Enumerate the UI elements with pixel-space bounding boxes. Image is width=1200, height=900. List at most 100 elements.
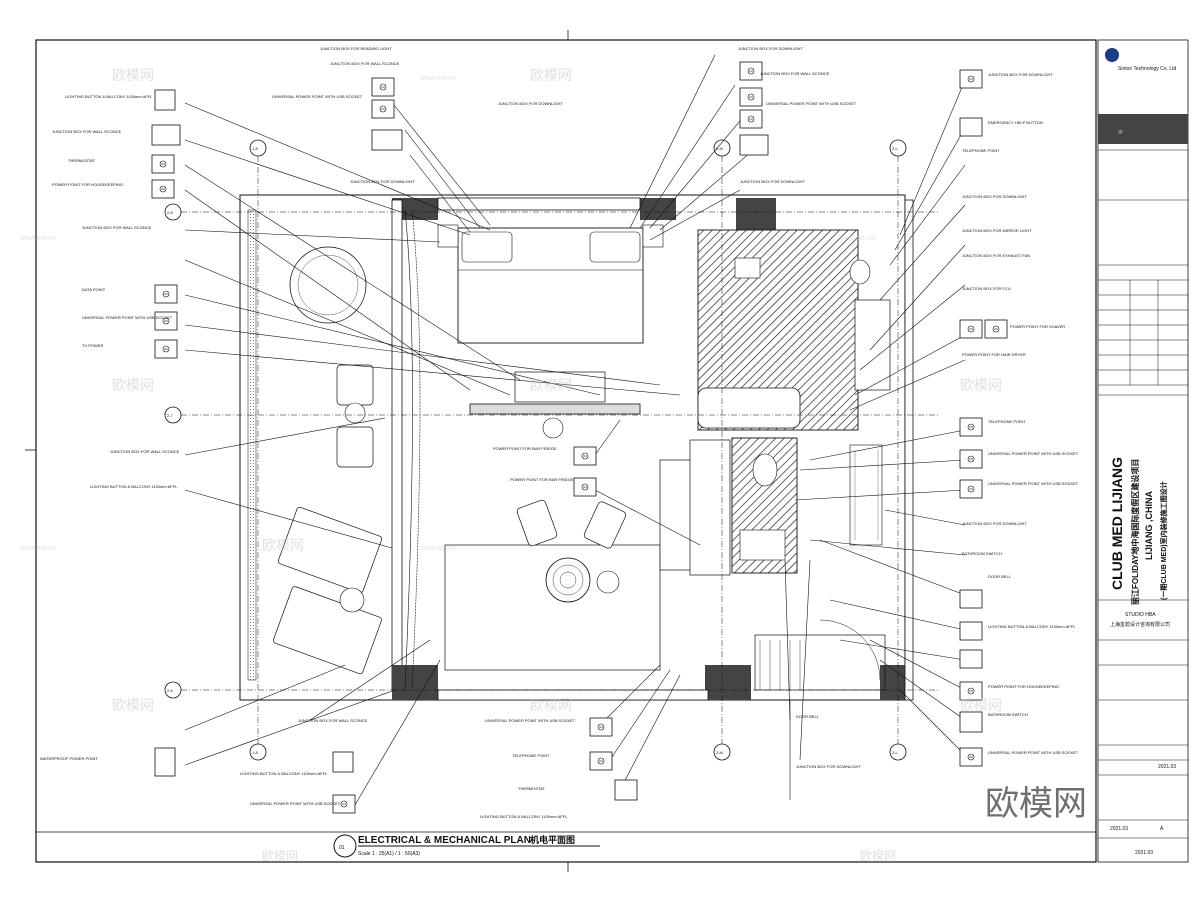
sun-lounger: [277, 506, 383, 594]
socket-symbol: [959, 479, 983, 499]
svg-text:欧模网: 欧模网: [530, 377, 572, 393]
svg-text:JUNCTION BOX FOR EXHAUST FAN: JUNCTION BOX FOR EXHAUST FAN: [962, 253, 1030, 258]
column: [736, 198, 776, 230]
svg-text:欧模网: 欧模网: [530, 67, 572, 83]
svg-text:JUNCTION BOX FOR WALL SCONCE: JUNCTION BOX FOR WALL SCONCE: [82, 225, 152, 230]
svg-text:POWER POINT FOR BAR FRIDGE: POWER POINT FOR BAR FRIDGE: [510, 477, 574, 482]
svg-text:LIGHTING BUTTON & BALCONY 1100: LIGHTING BUTTON & BALCONY 1100mm AFFL: [240, 771, 328, 776]
socket-symbol: [959, 449, 983, 469]
plan-title-cn: 机电平面图: [530, 834, 575, 845]
socket-symbol: [959, 747, 983, 767]
switch-symbol: [151, 124, 181, 146]
socket-symbol: [984, 319, 1008, 339]
plan-title-en: ELECTRICAL & MECHANICAL PLAN: [358, 835, 531, 846]
sheet-date: 2021.03: [1110, 826, 1128, 832]
svg-text:POWER POINT FOR SHAVER: POWER POINT FOR SHAVER: [1010, 324, 1065, 329]
socket-symbol: [371, 77, 395, 97]
project-name-cn: 丽江FOLIDAY地中海国际度假区建设项目: [1130, 459, 1140, 605]
socket-symbol: [154, 284, 178, 304]
emergency-button-symbol: [959, 117, 983, 137]
client-logo-icon: ◎: [1118, 129, 1123, 135]
switch-symbol: [154, 89, 176, 111]
lounge-chair: [583, 501, 627, 549]
svg-text:JUNCTION BOX FOR WALL SCONCE: JUNCTION BOX FOR WALL SCONCE: [52, 129, 122, 134]
socket-symbol: [154, 339, 178, 359]
svg-text:UNIVERSAL POWER POINT WITH USB: UNIVERSAL POWER POINT WITH USB SOCKET: [988, 451, 1079, 456]
svg-text:LIGHTING BUTTON & BALCONY 1100: LIGHTING BUTTON & BALCONY 1100mm AFFL: [988, 624, 1076, 629]
nightstand: [642, 224, 664, 248]
nightstand: [437, 224, 459, 248]
grid-axis-label: 2-L: [892, 146, 899, 151]
socket-symbol: [959, 69, 983, 89]
svg-text:www.om.cn: www.om.cn: [839, 545, 876, 552]
annotations: LIGHTING BUTTON & BALCONY 1100mm AFFL JU…: [40, 46, 1079, 819]
svg-text:TV POWER: TV POWER: [82, 343, 103, 348]
grid-axis-label: 2-7: [167, 413, 174, 418]
grid-axis-label: 1-8: [252, 146, 259, 151]
partition-wall: [391, 199, 403, 691]
svg-text:WATERPROOF POWER POINT: WATERPROOF POWER POINT: [40, 756, 98, 761]
svg-text:DOOR BELL: DOOR BELL: [796, 714, 820, 719]
grid-axis-label: 2-L: [892, 750, 899, 755]
svg-text:TELEPHONE POINT: TELEPHONE POINT: [988, 419, 1026, 424]
client-logo-block: [1098, 114, 1188, 144]
company-name-en: Sinton Technology Co. Ltd: [1118, 66, 1177, 72]
svg-text:JUNCTION BOX FOR DOWNLIGHT: JUNCTION BOX FOR DOWNLIGHT: [738, 46, 803, 51]
project-name-en: CLUB MED LIJIANG: [1109, 457, 1125, 590]
svg-text:JUNCTION BOX FOR DOWNLIGHT: JUNCTION BOX FOR DOWNLIGHT: [350, 179, 415, 184]
socket-symbol: [959, 417, 983, 437]
sheet-border: [35, 39, 1097, 863]
socket-symbol: [573, 446, 597, 466]
leader-lines: [184, 54, 966, 806]
svg-text:JUNCTION BOX FOR DOWNLIGHT: JUNCTION BOX FOR DOWNLIGHT: [796, 764, 861, 769]
svg-text:LIGHTING BUTTON & BALCONY 1100: LIGHTING BUTTON & BALCONY 1100mm AFFL: [480, 814, 568, 819]
socket-symbol: [589, 751, 613, 771]
svg-text:欧模网: 欧模网: [960, 377, 1002, 393]
socket-symbol: [589, 717, 613, 737]
svg-text:DOOR BELL: DOOR BELL: [988, 574, 1012, 579]
svg-text:欧模网: 欧模网: [112, 377, 154, 393]
socket-symbol: [151, 154, 175, 174]
svg-text:UNIVERSAL POWER POINT WITH USB: UNIVERSAL POWER POINT WITH USB SOCKET: [272, 94, 363, 99]
svg-text:欧模网: 欧模网: [112, 67, 154, 83]
studio-name-cn: 上海玺碧设计咨询有限公司: [1110, 621, 1170, 628]
grid-axis-label: 2-M: [716, 750, 723, 755]
svg-text:TELEPHONE POINT: TELEPHONE POINT: [962, 148, 1000, 153]
sofa: [444, 544, 661, 671]
svg-text:POWER POINT FOR BAR FRIDGE: POWER POINT FOR BAR FRIDGE: [493, 446, 557, 451]
svg-text:2021.03: 2021.03: [1158, 764, 1176, 770]
desk: [659, 459, 696, 571]
svg-text:JUNCTION BOX FOR DOWNLIGHT: JUNCTION BOX FOR DOWNLIGHT: [962, 521, 1027, 526]
grid-axis-label: 1-8: [252, 750, 259, 755]
svg-text:UNIVERSAL POWER POINT WITH USB: UNIVERSAL POWER POINT WITH USB SOCKET: [485, 718, 576, 723]
sheet-revision: A: [1160, 826, 1164, 832]
svg-text:DATA POINT: DATA POINT: [82, 287, 106, 292]
svg-text:POWER POINT FOR HAIR DRYER: POWER POINT FOR HAIR DRYER: [962, 352, 1026, 357]
svg-text:JUNCTION BOX FOR READING LIGHT: JUNCTION BOX FOR READING LIGHT: [320, 46, 392, 51]
socket-symbol: [739, 87, 763, 107]
svg-text:UNIVERSAL POWER POINT WITH USB: UNIVERSAL POWER POINT WITH USB SOCKET: [82, 315, 173, 320]
watermarks: 欧模网 欧模网 欧模网 欧模网 欧模网 欧模网 欧模网 欧模网 欧模网 www.…: [19, 67, 1002, 863]
svg-text:欧模网: 欧模网: [530, 697, 572, 713]
plan-scale: Scale 1 : 25(A1) / 1 : 50(A3): [358, 851, 420, 857]
grid-axis-label: 2-6: [167, 688, 174, 693]
entry-closet: [754, 634, 886, 691]
svg-text:JUNCTION BOX FOR DOWNLIGHT: JUNCTION BOX FOR DOWNLIGHT: [740, 179, 805, 184]
project-subtitle: (一期CLUB MED)室内装修施工图设计: [1159, 481, 1168, 600]
svg-text:www.om.cn: www.om.cn: [839, 235, 876, 242]
lounge-chair: [516, 499, 558, 547]
svg-text:THERMOSTAT: THERMOSTAT: [68, 158, 96, 163]
svg-text:欧模网: 欧模网: [262, 849, 298, 863]
svg-text:POWER POINT FOR HOUSEKEEPING: POWER POINT FOR HOUSEKEEPING: [52, 182, 123, 187]
company-logo-icon: [1105, 48, 1119, 62]
plan-number: 01: [339, 845, 345, 851]
project-location: LIJIANG ,CHINA: [1144, 490, 1154, 560]
grid-axis-label: 2-M: [716, 146, 723, 151]
plan-title: 01 ELECTRICAL & MECHANICAL PLAN 机电平面图 Sc…: [333, 834, 600, 858]
svg-text:欧模网: 欧模网: [960, 697, 1002, 713]
toilet: [849, 259, 871, 285]
sliding-partition: [469, 403, 641, 415]
svg-text:JUNCTION BOX FOR FCU: JUNCTION BOX FOR FCU: [962, 286, 1011, 291]
grid-axis-label: 2-8: [167, 210, 174, 215]
svg-text:UNIVERSAL POWER POINT WITH USB: UNIVERSAL POWER POINT WITH USB SOCKET: [766, 101, 857, 106]
